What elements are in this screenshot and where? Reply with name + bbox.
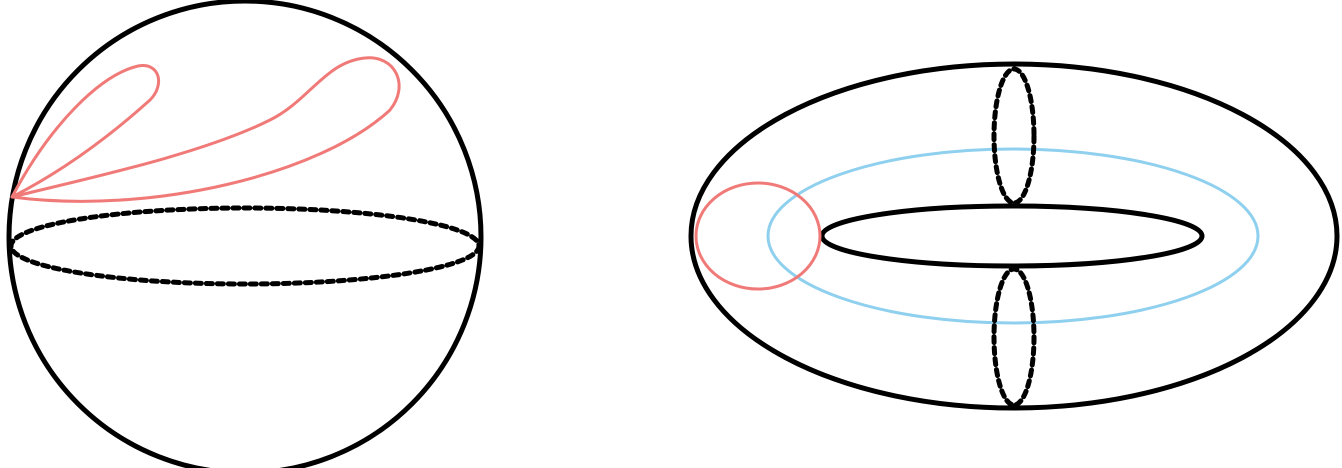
sphere-figure <box>9 1 481 468</box>
torus-cut-bottom <box>994 269 1034 405</box>
sphere-outline <box>9 1 481 468</box>
sphere-equator <box>11 208 479 284</box>
torus-cut-top <box>994 69 1034 203</box>
torus-meridian-loop <box>696 183 820 289</box>
torus-figure <box>691 64 1337 408</box>
torus-outer-outline <box>691 64 1337 408</box>
torus-hole <box>822 206 1202 266</box>
torus-longitude-loop <box>768 149 1258 323</box>
